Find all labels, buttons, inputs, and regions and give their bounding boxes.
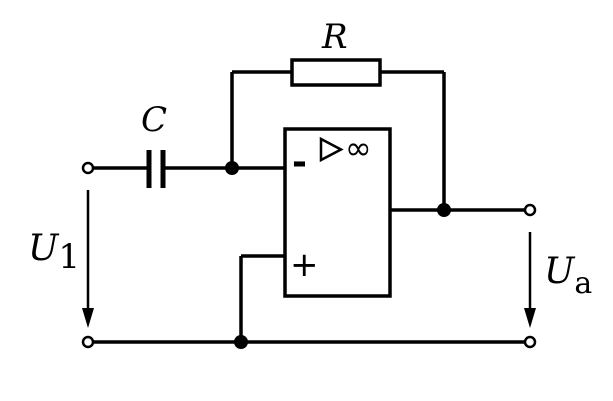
output-voltage-symbol: U: [544, 251, 576, 292]
resistor-label: R: [321, 17, 348, 57]
input-voltage-subscript: 1: [58, 237, 80, 277]
opamp-gain-symbol: ∞: [345, 129, 372, 167]
output-voltage-label: Ua: [544, 251, 592, 301]
output-voltage-arrow-head: [524, 308, 536, 328]
junction-ground-node: [234, 335, 248, 349]
capacitor-label: C: [141, 100, 167, 140]
opamp-inverting-sign: -: [292, 142, 307, 183]
terminal-output-bottom: [523, 335, 537, 349]
terminal-output-top: [523, 203, 537, 217]
input-voltage-symbol: U: [28, 228, 60, 269]
terminal-input-bottom: [81, 335, 95, 349]
junction-input-node: [225, 161, 239, 175]
output-voltage-subscript: a: [574, 266, 592, 301]
opamp-body: [283, 127, 392, 298]
resistor: [290, 58, 382, 87]
opamp-triangle-icon: [319, 136, 344, 163]
input-voltage-label: U1: [28, 228, 80, 277]
terminal-input-top: [81, 161, 95, 175]
input-voltage-arrow-head: [82, 308, 94, 328]
junction-output-node: [437, 203, 451, 217]
opamp-noninverting-sign: +: [290, 245, 319, 285]
